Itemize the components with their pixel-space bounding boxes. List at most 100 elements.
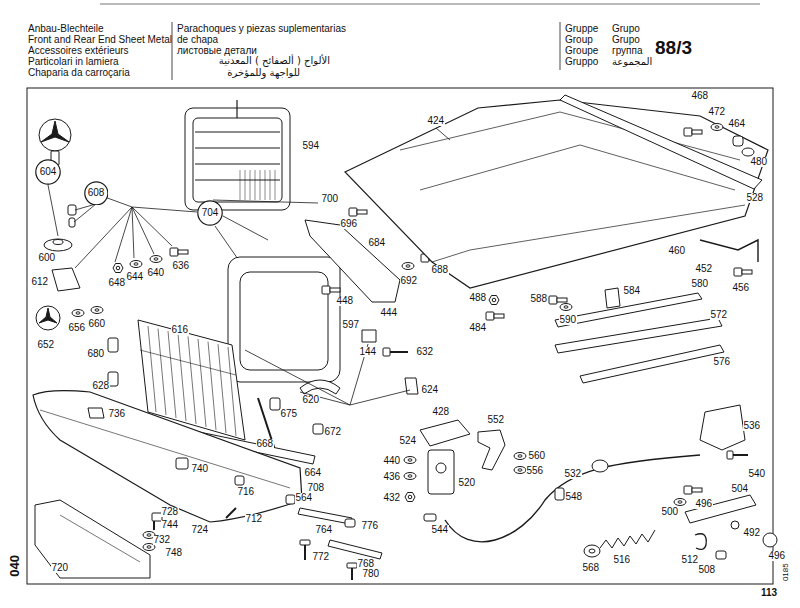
plate-fold xyxy=(60,515,140,562)
callout-number: 564 xyxy=(295,493,314,504)
callout-number: 440 xyxy=(383,456,402,467)
cable-clip xyxy=(555,488,564,500)
header-text: группа xyxy=(612,46,643,57)
circle-outline xyxy=(36,160,60,184)
callout-number: 720 xyxy=(51,563,70,574)
grille-bar xyxy=(195,180,280,181)
callout-number: 480 xyxy=(750,157,769,168)
bolt-shank xyxy=(692,130,702,134)
sleeve xyxy=(68,205,76,215)
star-emblem xyxy=(39,119,71,151)
leader-line xyxy=(215,226,240,262)
spring xyxy=(600,530,655,548)
nut xyxy=(489,296,499,305)
grille-bar xyxy=(195,164,280,165)
bolt-head xyxy=(322,286,330,294)
callout-number: 620 xyxy=(302,395,321,406)
front-bumper xyxy=(33,391,302,522)
callout-number: 460 xyxy=(668,246,687,257)
callout-number: 700 xyxy=(321,194,340,205)
bolt-head xyxy=(684,128,692,136)
screw-head xyxy=(300,540,310,545)
callout-number: 580 xyxy=(691,279,710,290)
nut-hole xyxy=(408,495,412,499)
washer xyxy=(402,263,414,270)
callout-number: 500 xyxy=(661,507,680,518)
header-text: Gruppe xyxy=(565,24,598,35)
circle-outline xyxy=(84,181,107,204)
cap xyxy=(742,148,754,156)
grille-mesh xyxy=(255,170,256,200)
leader-line xyxy=(132,207,134,258)
emblem-base xyxy=(44,239,72,251)
clip xyxy=(313,424,323,434)
trim-strip xyxy=(555,293,702,327)
callout-number: 748 xyxy=(165,548,184,559)
callout-number: 604 xyxy=(40,167,57,177)
bolt-shank xyxy=(742,270,752,274)
callout-number: 590 xyxy=(559,315,578,326)
nut-hole xyxy=(492,298,496,302)
header-text: Anbau-Blechteile xyxy=(28,24,104,35)
under-plate xyxy=(35,500,150,578)
washer xyxy=(514,453,526,460)
callout-number: 504 xyxy=(731,484,750,495)
header-text: Particolari in lamiera xyxy=(28,57,119,68)
hood-panel xyxy=(345,100,768,288)
callout-number: 764 xyxy=(315,525,334,536)
washer-hole xyxy=(406,265,410,267)
circle-outline xyxy=(198,201,222,225)
bolt-head xyxy=(734,268,742,276)
header-text: Accessoires extérieurs xyxy=(28,46,129,57)
washer-hole xyxy=(134,263,138,265)
callout-number: 144 xyxy=(359,347,378,358)
grille-slat xyxy=(148,326,156,412)
washer xyxy=(91,307,103,314)
hook xyxy=(695,534,706,550)
screw-head xyxy=(727,451,733,459)
washer xyxy=(514,467,526,474)
washer xyxy=(560,304,572,311)
leader-line xyxy=(245,350,350,405)
callout-number: 464 xyxy=(728,119,747,130)
grille-mesh xyxy=(260,170,261,200)
callout-number: 568 xyxy=(582,563,601,574)
callout-number: 684 xyxy=(368,238,387,249)
lock-body xyxy=(428,450,454,494)
callout-number: 612 xyxy=(31,277,50,288)
screw-head xyxy=(347,563,357,568)
bolt-shank xyxy=(330,288,340,292)
nut-hole xyxy=(116,266,120,270)
bolt-shank xyxy=(178,250,188,254)
callout-number: 768 xyxy=(357,559,376,570)
bolt-shank xyxy=(494,314,504,318)
callout-number: 552 xyxy=(487,415,506,426)
callout-number: 664 xyxy=(304,468,323,479)
hood-edge xyxy=(432,205,745,262)
leader-line xyxy=(300,392,350,405)
washer-hole xyxy=(76,312,80,314)
pin xyxy=(424,514,436,521)
clip xyxy=(176,458,188,469)
emblem-base-hole xyxy=(53,240,63,245)
header-text: листовые детали xyxy=(177,46,257,57)
callout-number: 576 xyxy=(713,357,732,368)
header-divider xyxy=(172,22,173,80)
grille-mesh xyxy=(240,170,241,200)
bolt-shank xyxy=(692,488,702,492)
callout-number: 524 xyxy=(399,436,418,447)
callout-number: 584 xyxy=(623,286,642,297)
washer-hole xyxy=(518,455,522,457)
header-text: Group xyxy=(565,35,593,46)
callout-number: 597 xyxy=(342,320,361,331)
washer xyxy=(72,310,84,317)
washer-hole xyxy=(408,475,412,477)
washer xyxy=(711,124,723,131)
lock-pin xyxy=(436,463,446,473)
release-cable xyxy=(445,455,700,542)
screw-head xyxy=(383,348,390,356)
grille-emblem-post xyxy=(236,100,237,118)
callout-number: 660 xyxy=(88,319,107,330)
callout-number: 744 xyxy=(161,520,180,531)
